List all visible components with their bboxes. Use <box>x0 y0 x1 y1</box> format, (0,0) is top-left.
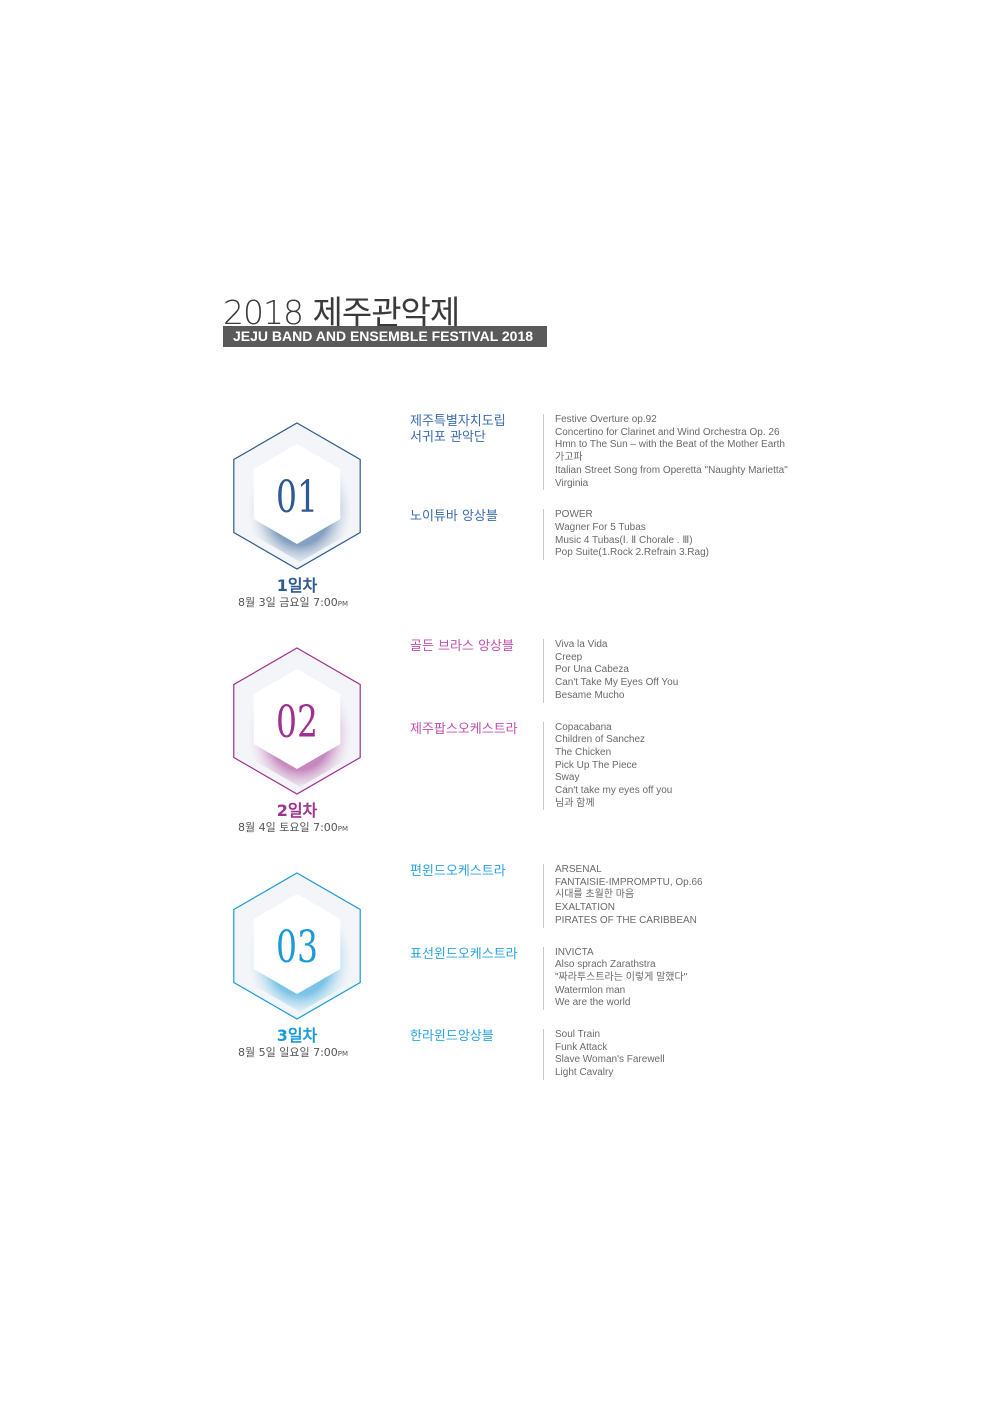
ensemble-name: 골든 브라스 앙상블 <box>410 639 514 654</box>
day-date: 8월 5일 일요일 7:00PM <box>238 1044 348 1060</box>
day-date: 8월 3일 금요일 7:00PM <box>238 594 348 610</box>
ensemble-name: 노이튜바 앙상블 <box>410 509 498 525</box>
hexagon-badge: 01 <box>233 422 361 570</box>
song-item: Slave Woman's Farewell <box>555 1054 665 1066</box>
hexagon-badge: 03 <box>233 872 361 1020</box>
day-date: 8월 4일 토요일 7:00PM <box>238 819 348 835</box>
song-item: ARSENAL <box>555 864 602 875</box>
day-label: 3일차 <box>276 1026 318 1045</box>
song-item: Pick Up The Piece <box>555 759 638 771</box>
song-item: Funk Attack <box>555 1041 608 1053</box>
song-item: Viva la Vida <box>555 639 608 650</box>
song-item: Soul Train <box>555 1029 601 1041</box>
ampm: PM <box>337 825 349 833</box>
song-item: Watermlon man <box>555 984 626 996</box>
day-label: 1일차 <box>276 576 318 595</box>
song-item: Por Una Cabeza <box>555 664 629 676</box>
day-label: 2일차 <box>276 801 318 820</box>
page-title: 2018 제주관악제 <box>223 293 460 332</box>
song-item: 가고파 <box>555 452 583 464</box>
ampm: PM <box>337 1050 349 1058</box>
song-item: Besame Mucho <box>555 689 625 701</box>
day-number: 01 <box>276 472 318 523</box>
song-item: Also sprach Zarathstra <box>555 959 656 971</box>
song-item: Creep <box>555 651 583 663</box>
day-number: 02 <box>276 697 318 748</box>
song-item: EXALTATION <box>555 902 616 914</box>
ensemble-name: 한라윈드앙상블 <box>410 1029 494 1045</box>
song-item: 님과 함께 <box>555 797 595 809</box>
song-item: Light Cavalry <box>555 1067 614 1079</box>
song-item: FANTAISIE-IMPROMPTU, Op.66 <box>555 876 703 888</box>
song-item: POWER <box>555 509 593 521</box>
ensemble-name: 편윈드오케스트라 <box>410 864 506 879</box>
song-item: Music 4 Tubas(Ⅰ. Ⅱ Chorale . Ⅲ) <box>555 534 693 546</box>
date-text: 8월 3일 금요일 7:00 <box>238 596 338 609</box>
day-number: 03 <box>276 922 318 973</box>
song-item: Wagner For 5 Tubas <box>555 521 646 533</box>
ensemble-name: 제주팝스오케스트라 <box>410 721 518 737</box>
ensemble-name: 제주특별자치도립 서귀포 관악단 <box>410 414 506 445</box>
song-item: The Chicken <box>555 746 612 758</box>
date-text: 8월 4일 토요일 7:00 <box>238 821 338 834</box>
song-item: 시대를 초월한 마음 <box>555 889 635 901</box>
ampm: PM <box>337 600 349 608</box>
festival-banner: JEJU BAND AND ENSEMBLE FESTIVAL 2018 <box>223 326 547 347</box>
song-item: PIRATES OF THE CARIBBEAN <box>555 914 697 926</box>
song-item: Copacabana <box>555 721 612 733</box>
song-item: Can't Take My Eyes Off You <box>555 677 679 689</box>
date-text: 8월 5일 일요일 7:00 <box>238 1046 338 1059</box>
song-item: Virginia <box>555 477 589 489</box>
song-item: We are the world <box>555 997 631 1009</box>
song-item: Concertino for Clarinet and Wind Orchest… <box>555 426 780 438</box>
song-item: INVICTA <box>555 946 594 958</box>
song-item: Festive Overture op.92 <box>555 414 657 425</box>
ensemble-name: 표선윈드오케스트라 <box>410 946 518 962</box>
song-item: Italian Street Song from Operetta "Naugh… <box>555 464 788 476</box>
song-item: Pop Suite(1.Rock 2.Refrain 3.Rag) <box>555 547 709 559</box>
song-item: Hmn to The Sun – with the Beat of the Mo… <box>555 439 785 451</box>
song-item: Can't take my eyes off you <box>555 785 673 797</box>
song-item: Children of Sanchez <box>555 734 646 746</box>
song-item: "짜라투스트라는 이렇게 말했다" <box>555 971 688 983</box>
song-item: Sway <box>555 772 580 784</box>
hexagon-badge: 02 <box>233 647 361 795</box>
